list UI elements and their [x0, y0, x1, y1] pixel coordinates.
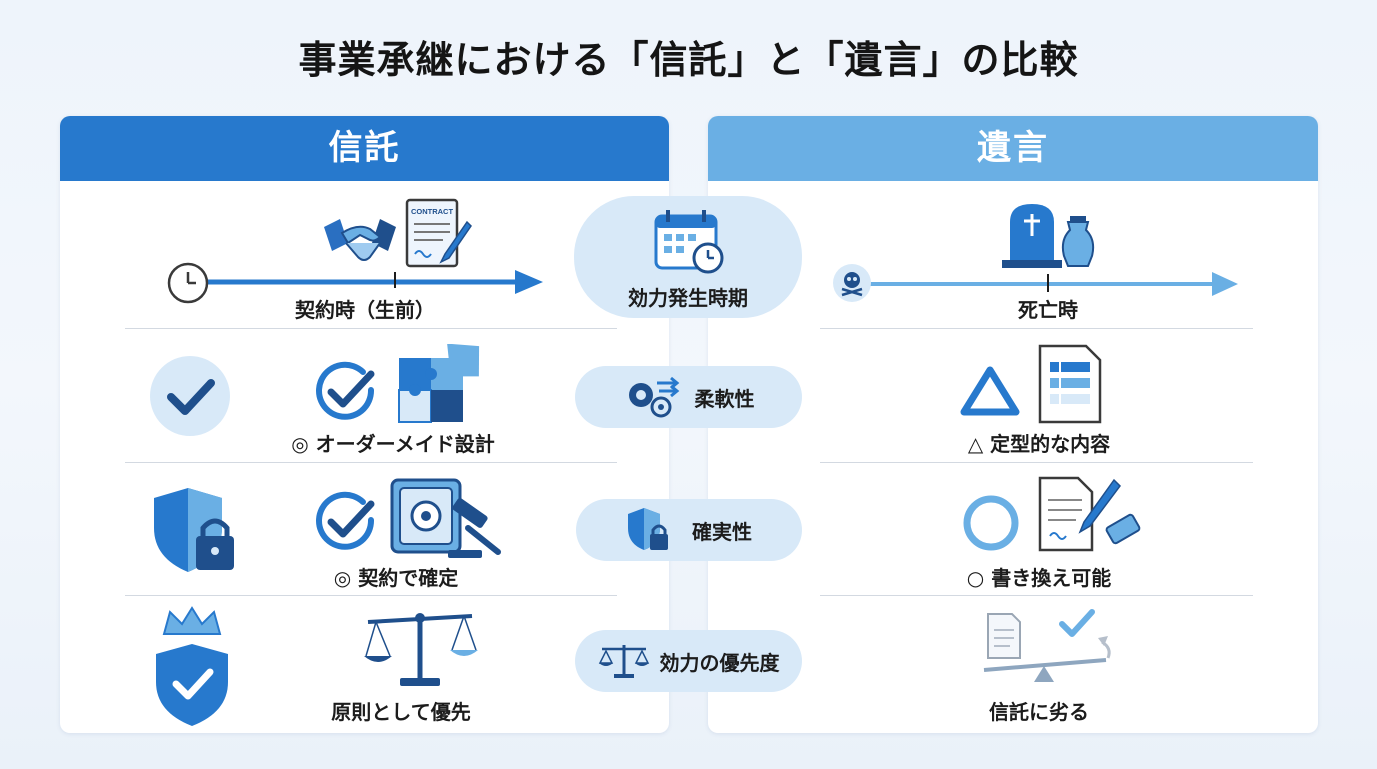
document-pen-eraser-icon	[1038, 476, 1141, 552]
flexibility-pill: 柔軟性	[575, 366, 802, 428]
seesaw-document-icon	[983, 609, 1111, 682]
calendar-clock-icon	[654, 210, 724, 274]
trust-header: 信託	[60, 116, 669, 181]
priority-pill: 効力の優先度	[575, 630, 802, 692]
certainty-pill-label: 確実性	[692, 519, 752, 544]
puzzle-icon	[398, 344, 480, 423]
svg-text:CONTRACT: CONTRACT	[411, 207, 453, 216]
will-timing-label: 死亡時	[1018, 298, 1078, 322]
trust-timing-label: 契約時（生前）	[295, 298, 435, 322]
trust-priority-label: 原則として優先	[331, 700, 471, 724]
timing-pill: 効力発生時期	[574, 196, 802, 318]
shield-lock-small-icon	[628, 508, 668, 550]
trust-panel: 信託 CONTRACT 契約時（生前）	[60, 116, 669, 733]
gravestone-urn-icon	[1002, 204, 1095, 268]
shield-lock-icon	[154, 488, 234, 572]
circle-check-icon	[316, 361, 375, 420]
will-panel: 遺言 死亡時 △ 定型的な内容	[708, 116, 1318, 733]
will-timeline-arrow	[870, 272, 1238, 296]
checkmark-badge-icon	[150, 356, 230, 436]
circle-check-icon	[316, 491, 375, 550]
triangle-icon	[960, 366, 1020, 416]
contract-document-icon: CONTRACT	[405, 198, 472, 268]
trust-flexibility-label: ◎ オーダーメイド設計	[291, 432, 495, 456]
form-document-icon	[1038, 344, 1102, 424]
trust-timeline-arrow	[205, 270, 543, 294]
page-title: 事業承継における「信託」と「遺言」の比較	[298, 38, 1079, 82]
safe-gavel-icon	[390, 478, 501, 558]
scales-icon	[364, 613, 478, 686]
will-priority-label: 信託に劣る	[989, 700, 1089, 724]
will-header: 遺言	[708, 116, 1318, 181]
will-certainty-label: ○ 書き換え可能	[966, 566, 1112, 590]
will-flexibility-label: △ 定型的な内容	[967, 432, 1111, 456]
trust-certainty-label: ◎ 契約で確定	[333, 566, 459, 590]
handshake-icon	[324, 219, 396, 261]
flexibility-pill-label: 柔軟性	[694, 386, 755, 411]
timing-pill-label: 効力発生時期	[628, 286, 748, 310]
circle-icon	[963, 495, 1019, 551]
certainty-pill: 確実性	[576, 499, 802, 561]
skull-icon	[833, 264, 871, 302]
gears-arrow-icon	[628, 376, 679, 418]
scales-small-icon	[598, 645, 649, 678]
clock-icon	[167, 262, 209, 304]
priority-pill-label: 効力の優先度	[659, 650, 780, 675]
crown-shield-icon	[156, 606, 228, 726]
